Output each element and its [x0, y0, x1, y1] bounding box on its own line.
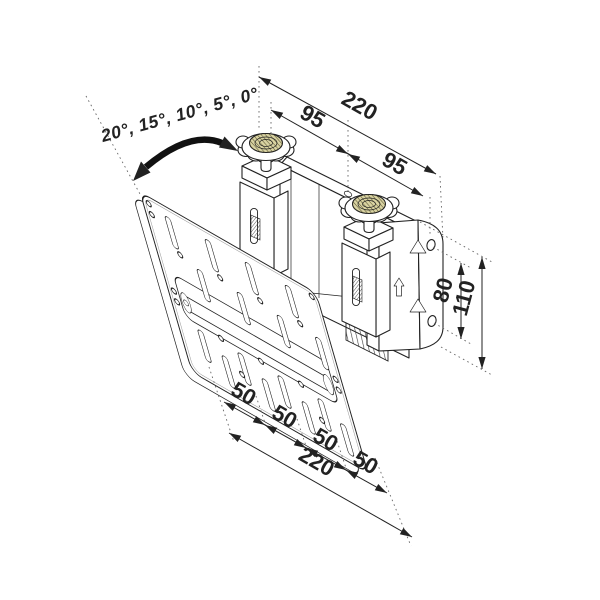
tilt-axis-extension-line [85, 95, 141, 195]
dim-top-width-label: 220 [338, 86, 382, 126]
tilt-arrow-head-left [133, 161, 151, 181]
dimension-bracket-height: 110 [447, 257, 486, 369]
tilt-bar-end-right [322, 374, 334, 396]
tilt-arrow-arc [143, 136, 224, 170]
tilt-angle-label: 20°, 15°, 10°, 5°, 0° [98, 83, 261, 146]
plug-marker-top [409, 239, 427, 254]
mounting-holes [145, 200, 342, 425]
tilt-arrow-head-right [219, 136, 238, 151]
tilt-angle-annotation: 20°, 15°, 10°, 5°, 0° [85, 83, 261, 195]
right-rail [338, 193, 400, 338]
plug-marker-bottom [409, 298, 427, 313]
tilt-bar-end-left [180, 292, 192, 314]
tension-spring-right [352, 275, 363, 303]
dimension-bottom-width: 220 [228, 432, 413, 538]
tension-spring-left [250, 214, 261, 241]
dim-top-right-segment-label: 95 [378, 147, 412, 181]
bracket-hole-top [426, 239, 436, 251]
dim-top-left-segment-label: 95 [296, 100, 330, 134]
bracket-hole-bottom [427, 315, 437, 327]
up-arrow-glyph [393, 277, 405, 297]
